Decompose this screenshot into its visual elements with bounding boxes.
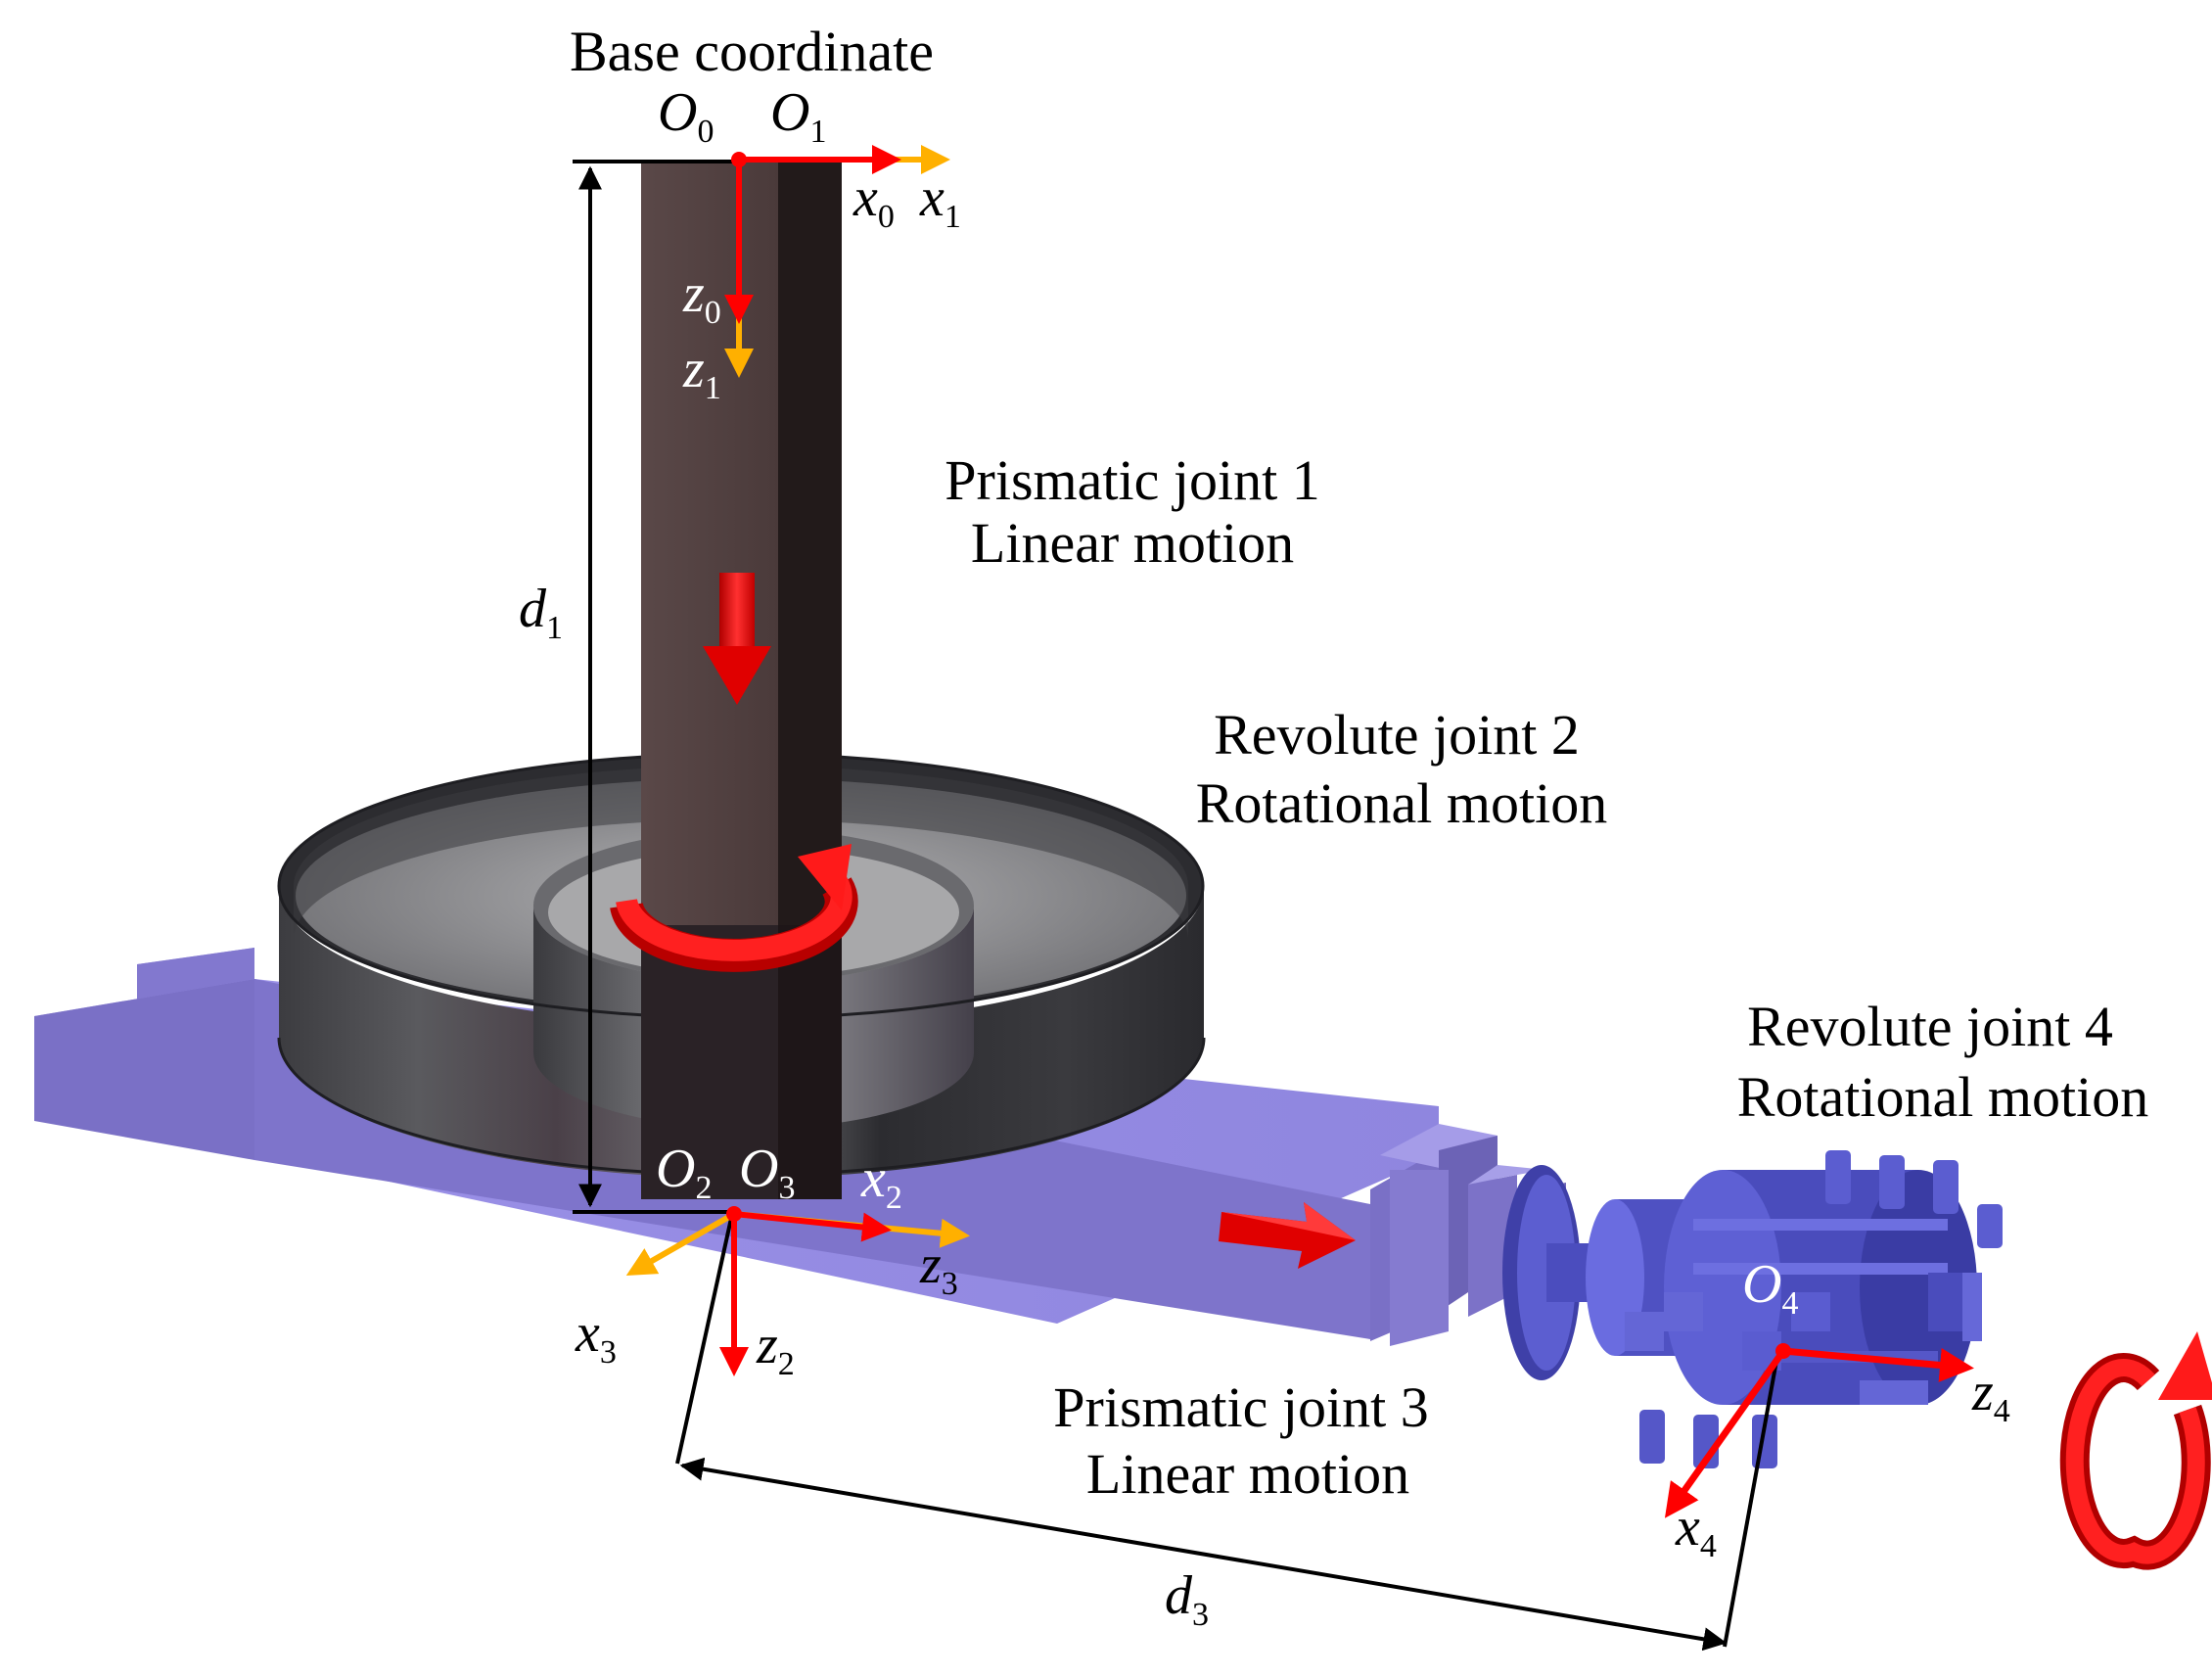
symbol-o4: O4 [1742, 1254, 1798, 1322]
symbol-z4: z4 [1971, 1362, 2010, 1429]
dimension-d1 [573, 160, 739, 1214]
base-coordinate-label: Base coordinate [570, 20, 934, 83]
frame-o0-o1 [724, 145, 950, 378]
symbol-z1: z1 [682, 339, 721, 406]
prismatic-joint-1-column [641, 162, 842, 1199]
symbol-o3: O3 [739, 1139, 795, 1206]
revolute-joint-2-motion-label: Rotational motion [1196, 771, 1607, 835]
symbol-z2: z2 [756, 1315, 795, 1382]
prismatic-joint-3-motion-arrow [1219, 1202, 1356, 1269]
dimension-d3 [675, 1213, 1778, 1652]
revolute-joint-4-motion-label: Rotational motion [1737, 1065, 2148, 1129]
revolute-joint-2-rotation-arrow [610, 844, 858, 972]
symbol-z0: z0 [682, 263, 721, 331]
symbol-x1: x1 [919, 167, 961, 235]
end-effector-gripper [1502, 1150, 2003, 1468]
symbol-o0: O0 [658, 82, 714, 150]
prismatic-joint-3-motion-label: Linear motion [1086, 1442, 1409, 1506]
symbol-o2: O2 [656, 1139, 712, 1206]
symbol-o1: O1 [770, 82, 826, 150]
frame-o2-o3 [625, 1206, 970, 1376]
revolute-joint-2-label: Revolute joint 2 [1214, 703, 1580, 767]
symbol-x4: x4 [1675, 1497, 1717, 1564]
prismatic-joint-1-label: Prismatic joint 1 [945, 448, 1319, 512]
revolute-joint-4-label: Revolute joint 4 [1747, 995, 2113, 1058]
symbol-z3: z3 [919, 1234, 958, 1302]
frame-o4 [1664, 1343, 1974, 1518]
symbol-x0: x0 [853, 167, 895, 235]
prismatic-joint-1-motion-label: Linear motion [971, 511, 1294, 575]
symbol-x3: x3 [575, 1303, 617, 1371]
revolute-joint-4-rotation-arrow [2059, 1331, 2212, 1570]
symbol-d3: d3 [1165, 1565, 1209, 1633]
symbol-x2: x2 [860, 1148, 902, 1216]
prismatic-joint-1-motion-arrow [703, 573, 771, 705]
symbol-d1: d1 [519, 579, 563, 646]
prismatic-joint-3-label: Prismatic joint 3 [1053, 1375, 1428, 1439]
